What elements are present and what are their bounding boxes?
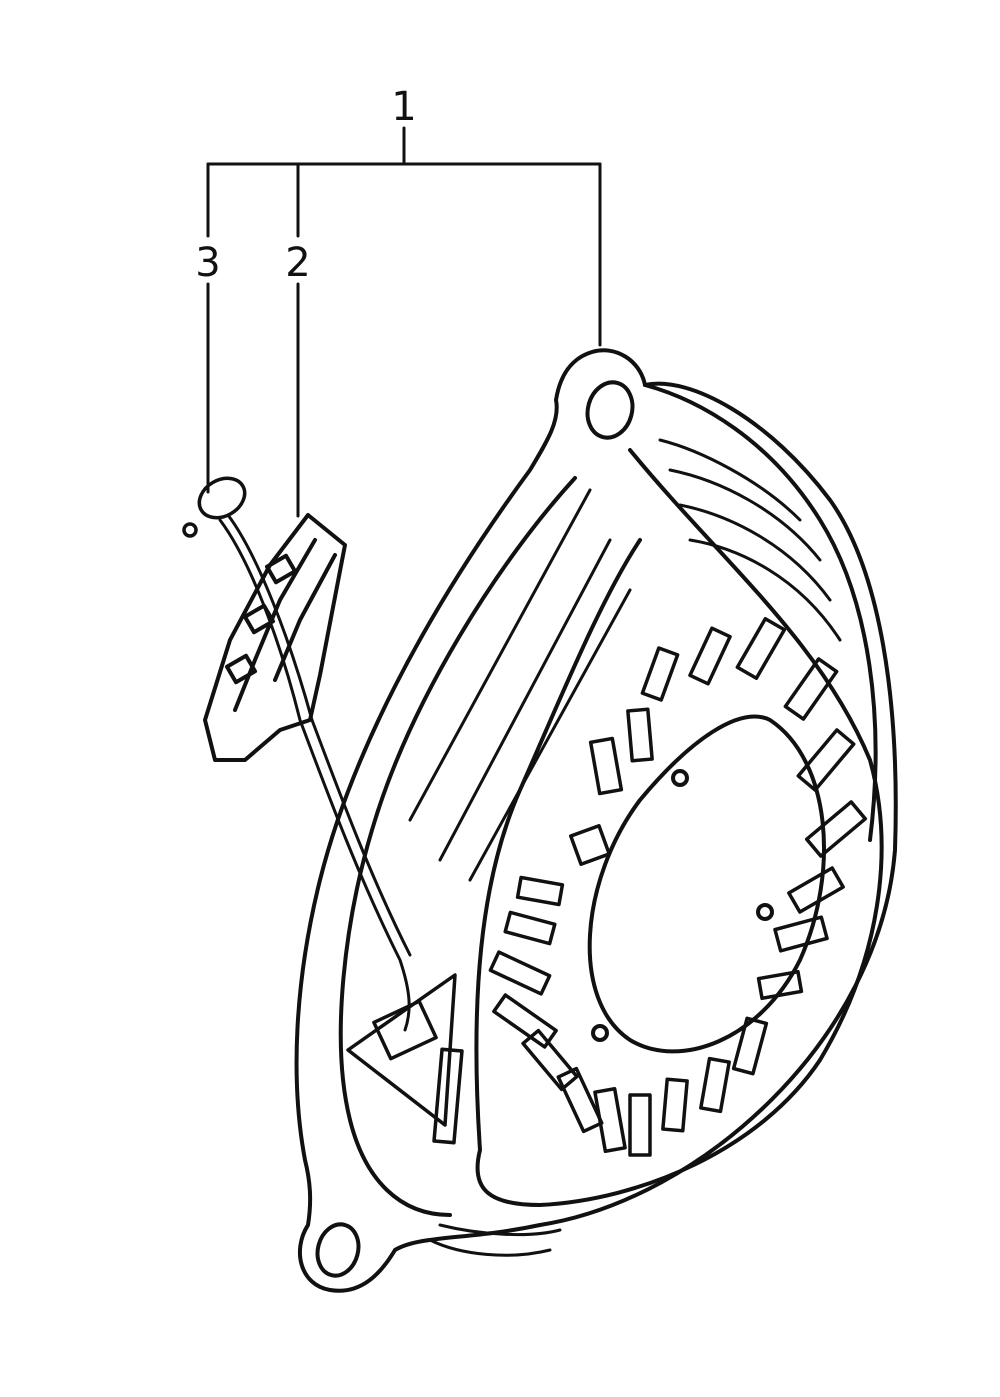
- housing-fins: [408, 438, 842, 1257]
- rope-knot: [182, 476, 247, 538]
- starter-housing: [294, 348, 898, 1293]
- starter-ribs: [488, 617, 868, 1157]
- callout-3: 3: [195, 240, 220, 286]
- callout-leaders: [206, 126, 602, 518]
- callout-1: 1: [391, 84, 416, 130]
- starter-rope: [218, 513, 412, 1032]
- rope-outlet: [346, 973, 464, 1145]
- starter-grip: [203, 513, 347, 762]
- callout-2: 2: [285, 240, 310, 286]
